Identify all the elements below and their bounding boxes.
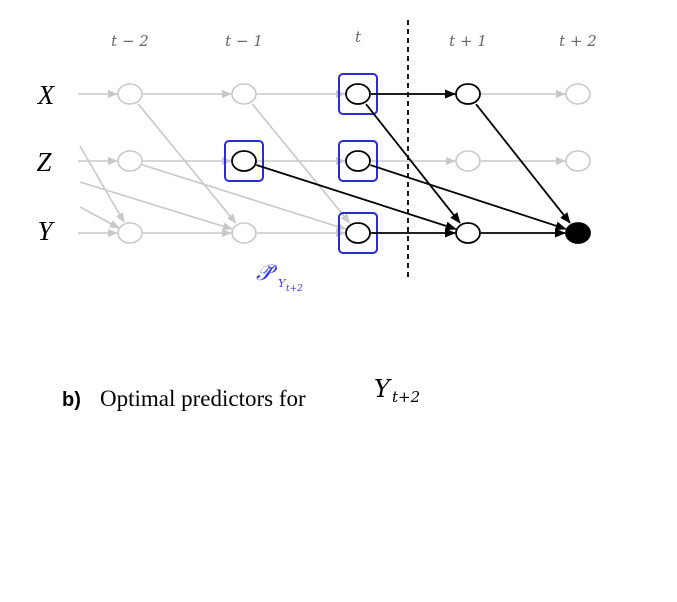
predictor-set-label: 𝒫̆ [256,261,278,286]
edge-faded-10 [251,103,351,224]
predictor-set-subscript: Y [278,277,287,290]
column-label-t-plus-2: t + 2 [559,32,597,50]
row-label-x: X [37,80,56,110]
node-Z_t-1 [231,150,257,172]
node-X_t+2 [565,83,591,105]
node-X_t-1 [231,83,257,105]
node-Y_t [345,222,371,244]
column-label-t-minus-2: t − 2 [111,32,149,50]
column-label-t: t [355,28,362,46]
incoming-stub-5 [79,145,125,223]
node-X_t [345,83,371,105]
node-X_t-2 [117,83,143,105]
incoming-stubs [78,90,233,237]
node-Z_t+1 [455,150,481,172]
incoming-stub-3 [79,206,120,229]
node-Y_t+1 [455,222,481,244]
caption-variable: Y [374,375,392,403]
faded-edges [137,90,566,237]
predictor-box-Z_t [338,140,378,182]
active-edges [256,89,571,238]
row-label-z: Z [36,147,52,177]
predictor-box-Z_t-1 [224,140,264,182]
node-Y_t-2 [117,222,143,244]
edge-active-17 [475,103,571,224]
incoming-stub-4 [79,181,233,231]
column-label-t-minus-1: t − 1 [225,32,263,50]
node-Y_t-1 [231,222,257,244]
node-Z_t-2 [117,150,143,172]
graph-nodes [117,83,591,244]
edge-faded-11 [142,164,347,231]
node-X_t+1 [455,83,481,105]
predictor-set-subscript-time: t+2 [286,284,303,294]
column-label-t-plus-1: t + 1 [449,32,487,50]
node-Z_t+2 [565,150,591,172]
node-Y_t+2 [565,222,591,244]
edge-active-18 [370,164,567,231]
caption-panel-letter: b) [62,389,81,411]
row-label-y: Y [37,216,55,246]
node-Z_t [345,150,371,172]
predictor-boxes [224,73,378,254]
caption-text: Optimal predictors for [100,386,306,411]
edge-active-15 [365,103,461,224]
edge-faded-9 [137,103,237,224]
caption-variable-subscript: t+2 [392,388,420,406]
edge-active-16 [256,164,457,231]
